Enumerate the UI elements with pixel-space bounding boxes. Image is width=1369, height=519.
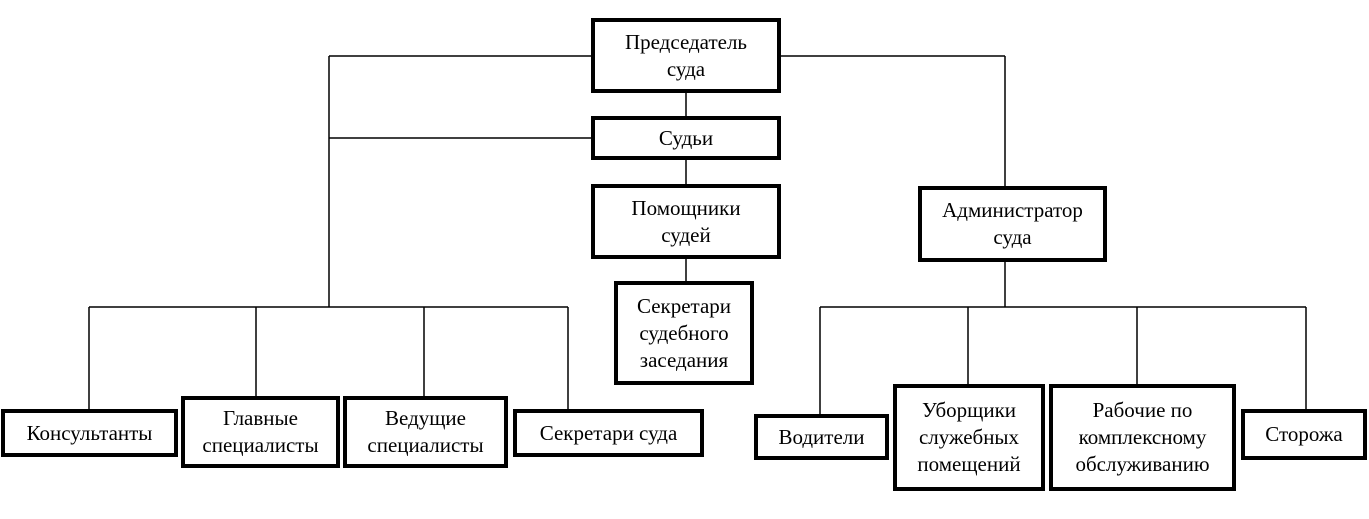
node-guards: Сторожа <box>1241 409 1367 460</box>
node-cleaners: Уборщики служебных помещений <box>893 384 1045 491</box>
node-maintenance-workers: Рабочие по комплексному обслуживанию <box>1049 384 1236 491</box>
node-session-secretaries: Секретари судебного заседания <box>614 281 754 385</box>
node-judge-assistants: Помощники судей <box>591 184 781 259</box>
node-chief-specialists: Главные специалисты <box>181 396 340 468</box>
node-administrator: Администратор суда <box>918 186 1107 262</box>
node-consultants: Консультанты <box>1 409 178 457</box>
node-chairman: Председатель суда <box>591 18 781 93</box>
node-leading-specialists: Ведущие специалисты <box>343 396 508 468</box>
node-drivers: Водители <box>754 414 889 460</box>
node-court-secretaries: Секретари суда <box>513 409 704 457</box>
node-judges: Судьи <box>591 116 781 160</box>
